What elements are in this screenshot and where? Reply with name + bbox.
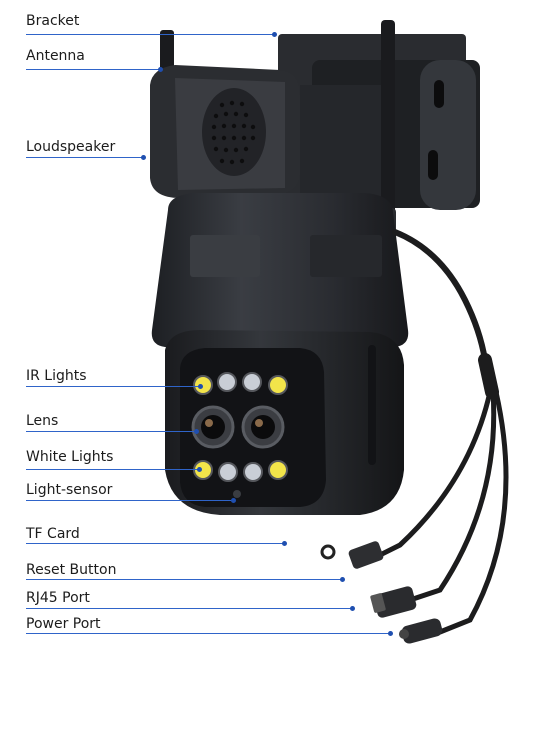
leader-line-power-port [26, 633, 390, 634]
leader-dot-power-port [388, 631, 393, 636]
camera-body [151, 193, 409, 347]
label-rj45-port: RJ45 Port [26, 590, 90, 606]
leader-dot-ir-lights [198, 384, 203, 389]
leader-line-ir-lights [26, 386, 200, 387]
cable-bundle [375, 229, 509, 635]
leader-dot-lens [194, 429, 199, 434]
leader-dot-reset-button [340, 577, 345, 582]
label-power-port: Power Port [26, 616, 101, 632]
label-light-sensor: Light-sensor [26, 482, 113, 498]
leader-dot-loudspeaker [141, 155, 146, 160]
connectors [320, 541, 443, 644]
label-ir-lights: IR Lights [26, 368, 87, 384]
leader-line-light-sensor [26, 500, 233, 501]
leader-line-antenna [26, 69, 160, 70]
label-bracket: Bracket [26, 13, 80, 29]
dual-lens [191, 405, 285, 449]
label-loudspeaker: Loudspeaker [26, 139, 116, 155]
leader-line-lens [26, 431, 196, 432]
leader-line-loudspeaker [26, 157, 143, 158]
leader-dot-antenna [158, 67, 163, 72]
leader-line-white-lights [26, 469, 199, 470]
label-white-lights: White Lights [26, 449, 114, 465]
loudspeaker-part [150, 65, 300, 198]
label-reset-button: Reset Button [26, 562, 117, 578]
leader-dot-white-lights [197, 467, 202, 472]
label-lens: Lens [26, 413, 59, 429]
leader-dot-tf-card [282, 541, 287, 546]
leader-line-bracket [26, 34, 274, 35]
bracket-part [278, 34, 480, 210]
leader-dot-bracket [272, 32, 277, 37]
leader-line-tf-card [26, 543, 284, 544]
label-tf-card: TF Card [26, 526, 80, 542]
leader-dot-rj45-port [350, 606, 355, 611]
led-row-top [193, 372, 288, 395]
leader-line-rj45-port [26, 608, 352, 609]
led-row-bottom [193, 460, 288, 498]
leader-line-reset-button [26, 579, 342, 580]
label-antenna: Antenna [26, 48, 85, 64]
leader-dot-light-sensor [231, 498, 236, 503]
